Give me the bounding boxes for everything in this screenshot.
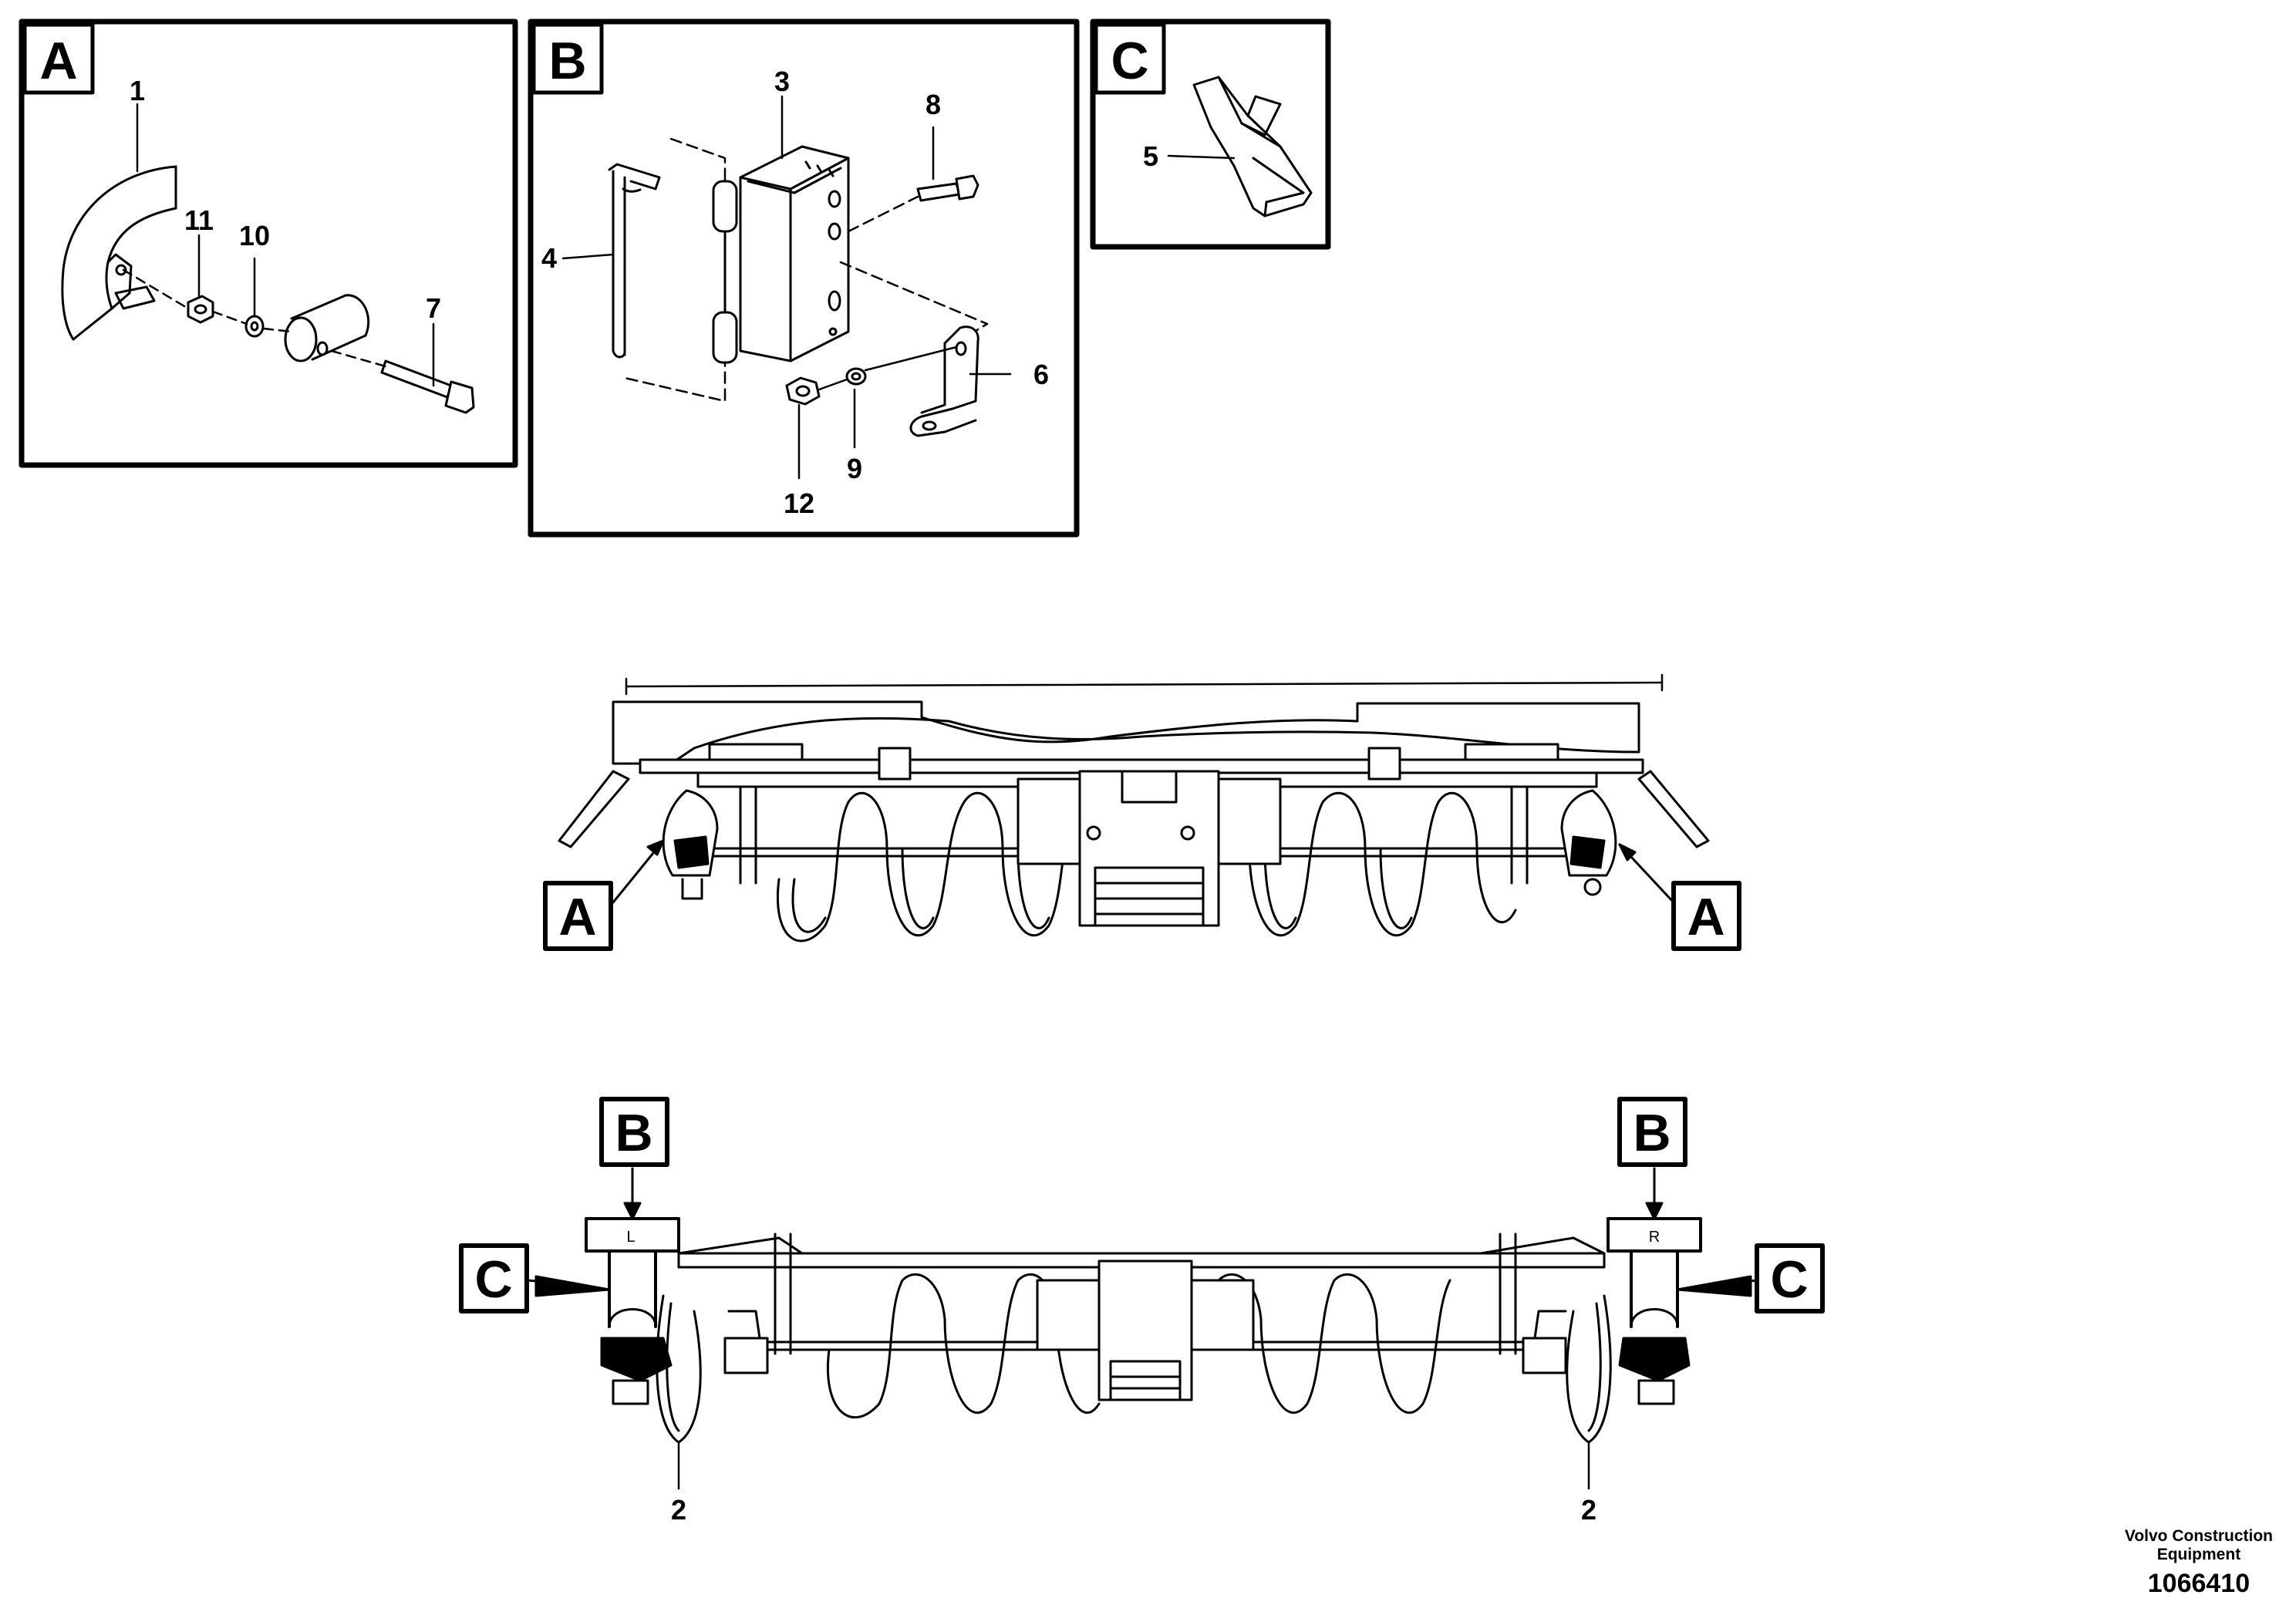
washer-part [244, 315, 265, 338]
callout-a-left: A [558, 888, 596, 946]
callout-c-left: C [474, 1250, 512, 1309]
panel-c-letter: C [1111, 32, 1148, 90]
part-number-4: 4 [541, 242, 557, 274]
organization-name-line1: Volvo Construction [2124, 1527, 2273, 1545]
bracket-part [712, 145, 850, 364]
part-number-3: 3 [774, 66, 790, 97]
left-scraper-assembly [600, 1294, 769, 1444]
pin-part [608, 163, 661, 359]
spacer-part [284, 294, 370, 363]
part-number-7: 7 [426, 292, 441, 324]
assembly-front-view [558, 673, 1710, 943]
side-mark-left: L [626, 1229, 635, 1246]
panel-a [19, 19, 518, 468]
guard-part [61, 165, 177, 341]
part-number-12: 12 [784, 487, 814, 519]
part-number-8: 8 [925, 89, 941, 120]
part-number-5: 5 [1143, 140, 1158, 172]
right-guard [1560, 789, 1617, 896]
side-mark-right: R [1649, 1229, 1660, 1246]
panel-a-letter: A [39, 32, 77, 90]
panel-b-letter: B [548, 32, 586, 90]
part-number-2-right: 2 [1581, 1494, 1596, 1526]
assembly-top-view [527, 1167, 1758, 1490]
part-number-10: 10 [239, 220, 270, 251]
callout-b-left: B [615, 1104, 652, 1162]
callout-a-right: A [1687, 888, 1725, 946]
drawing-footer: Volvo Construction Equipment 1066410 [2125, 1527, 2273, 1599]
right-scraper-assembly [1522, 1294, 1691, 1444]
scraper-part [1192, 76, 1313, 218]
nut-part-b [785, 376, 821, 406]
part-number-2-left: 2 [671, 1494, 686, 1526]
part-number-6: 6 [1033, 359, 1049, 390]
part-number-9: 9 [847, 453, 862, 484]
central-gearbox-top [1036, 1259, 1255, 1401]
central-gearbox [1017, 770, 1282, 927]
washer-part-b [845, 367, 867, 386]
part-number-11: 11 [184, 204, 214, 236]
panel-c [1090, 19, 1331, 250]
bolt-part [380, 359, 475, 414]
panel-b [528, 19, 1080, 538]
organization-name-line2: Equipment [2156, 1546, 2241, 1563]
angle-bracket-part [909, 325, 979, 437]
callout-b-right: B [1633, 1104, 1671, 1162]
auger-top-right [1217, 1273, 1451, 1415]
part-number-1: 1 [130, 75, 145, 106]
left-guard [662, 789, 719, 900]
nut-part [187, 295, 214, 324]
callout-c-right: C [1770, 1250, 1808, 1309]
bolt-part-b [916, 174, 979, 202]
drawing-number: 1066410 [2147, 1569, 2250, 1598]
